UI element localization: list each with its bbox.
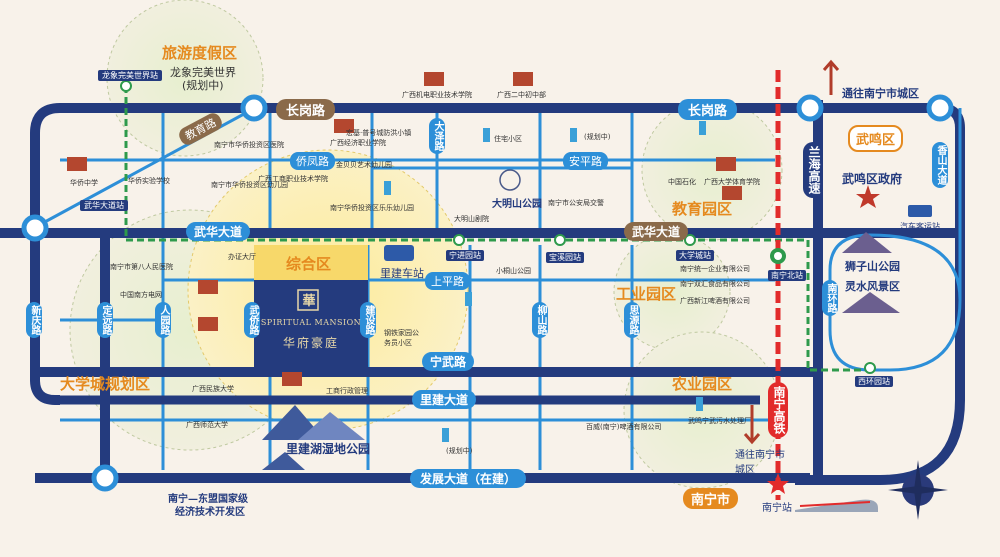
zone-circle-tourism bbox=[106, 0, 264, 157]
bus-station-icon bbox=[908, 205, 932, 217]
metro-stations bbox=[120, 80, 876, 374]
arrow-up-icon bbox=[822, 59, 840, 95]
west-ring-road bbox=[30, 103, 61, 405]
train-stripe bbox=[799, 501, 871, 507]
wuming-gov-star-icon bbox=[856, 185, 880, 208]
nanning-north-station-dot bbox=[774, 252, 782, 260]
node-wuhua-west bbox=[21, 214, 49, 242]
project-block[interactable] bbox=[254, 280, 368, 372]
residential-icons bbox=[384, 121, 706, 442]
node-xiangshan bbox=[926, 94, 954, 122]
mountain-icons bbox=[262, 232, 900, 470]
comprehensive-block bbox=[254, 245, 368, 280]
arrow-down-icon bbox=[743, 405, 761, 445]
node-changgang-east bbox=[796, 94, 824, 122]
node-changgang-west bbox=[240, 94, 268, 122]
east-loop-road bbox=[828, 108, 962, 372]
zone-circle-education bbox=[641, 99, 783, 241]
nanning-station-star-icon bbox=[767, 473, 789, 494]
bus-icon bbox=[384, 245, 414, 261]
project-logo-frame bbox=[297, 289, 319, 311]
building-icons bbox=[67, 72, 742, 386]
ferris-wheel-icon bbox=[499, 169, 521, 191]
compass-icon bbox=[888, 460, 948, 520]
node-fazhan-west bbox=[91, 464, 119, 492]
